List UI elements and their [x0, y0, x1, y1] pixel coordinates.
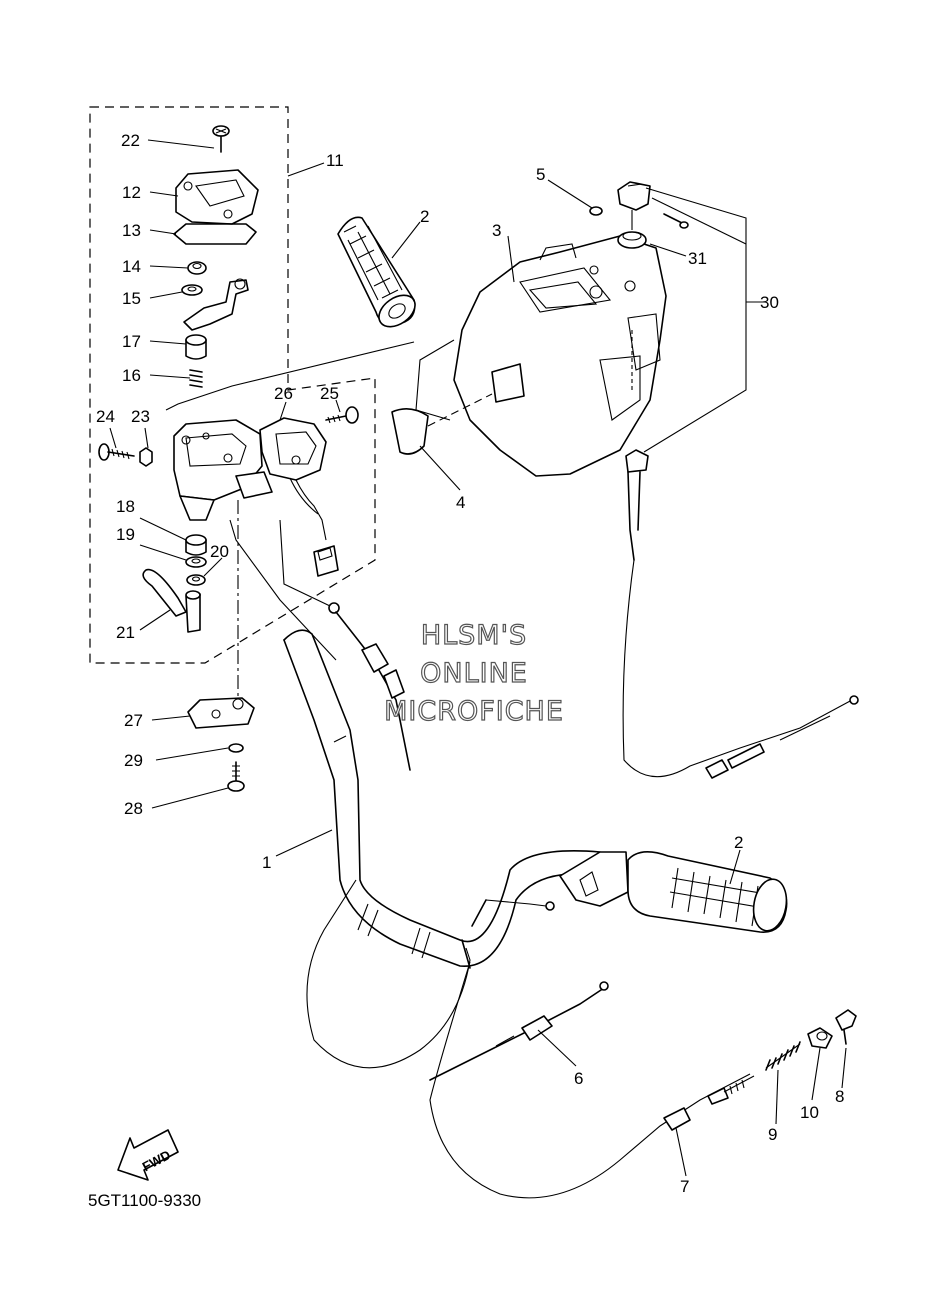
grip-2-left: [337, 216, 416, 328]
grip-2-right: [627, 851, 788, 933]
switch-30: [617, 181, 651, 211]
drawing-code: 5GT1100-9330: [88, 1191, 201, 1210]
callout-labels: 22 12 13 14 15 17 16 11 2 3 5 31 30 4 24…: [96, 131, 844, 1196]
callout-8: 8: [835, 1087, 844, 1106]
spring-16: [189, 369, 203, 388]
washer-29: [228, 743, 244, 753]
holder-10: [807, 1027, 833, 1049]
switch-wire-2: [289, 477, 319, 515]
callout-9: 9: [768, 1125, 777, 1144]
callout-25: 25: [320, 384, 339, 403]
bolt-24: [98, 443, 135, 461]
bolt-28: [227, 761, 245, 792]
pin-30: [663, 213, 689, 229]
callout-15: 15: [122, 289, 141, 308]
callout-1: 1: [262, 853, 271, 872]
gasket-13: [173, 223, 257, 245]
callout-19: 19: [116, 525, 135, 544]
assembly-11-boundary: [89, 106, 376, 664]
watermark: HLSM'S ONLINE MICROFICHE: [383, 619, 564, 727]
callout-30: 30: [760, 293, 779, 312]
cover-3: [415, 235, 667, 477]
callout-11: 11: [326, 151, 344, 170]
callout-13: 13: [122, 221, 141, 240]
callout-17: 17: [122, 332, 141, 351]
cable-6: [306, 879, 609, 1081]
switch-cover-12: [175, 169, 259, 225]
callout-29: 29: [124, 751, 143, 770]
washer-19: [185, 556, 207, 568]
callout-26: 26: [274, 384, 293, 403]
throttle-housing-right: [559, 851, 629, 907]
switch-wire: [295, 479, 327, 541]
callout-27: 27: [124, 711, 143, 730]
callout-3: 3: [492, 221, 501, 240]
collar-17: [185, 334, 207, 360]
lens-4: [391, 393, 493, 455]
nut-23: [139, 447, 153, 467]
switch-26: [259, 417, 327, 481]
callout-7: 7: [680, 1177, 689, 1196]
callout-12: 12: [122, 183, 141, 202]
callout-16: 16: [122, 366, 141, 385]
adjuster-8: [835, 1009, 857, 1045]
choke-cable: [622, 449, 859, 779]
lever-bracket: [183, 278, 249, 331]
callout-2-upper: 2: [420, 207, 429, 226]
watermark-line1: HLSM'S: [421, 620, 527, 651]
switch-housing: [173, 419, 273, 521]
callout-2-right: 2: [734, 833, 743, 852]
callout-28: 28: [124, 799, 143, 818]
washer-20: [186, 574, 206, 586]
collar-18: [185, 534, 207, 556]
callout-22: 22: [121, 131, 140, 150]
clamp-27: [187, 697, 255, 729]
callout-6: 6: [574, 1069, 583, 1088]
watermark-line2: ONLINE: [420, 658, 528, 689]
callout-24: 24: [96, 407, 115, 426]
plug-5: [589, 206, 603, 216]
callout-20: 20: [210, 542, 229, 561]
callout-21: 21: [116, 623, 135, 642]
fwd-arrow: FWD: [117, 1129, 179, 1181]
callout-18: 18: [116, 497, 135, 516]
nut-31: [617, 231, 647, 249]
callout-5: 5: [536, 165, 545, 184]
callout-10: 10: [800, 1103, 819, 1122]
wire-connector: [313, 545, 339, 577]
nut-14: [187, 261, 207, 275]
callout-31: 31: [688, 249, 707, 268]
leader-lines: [109, 139, 847, 1177]
screw-25: [325, 406, 359, 424]
throttle-lever-21: [142, 568, 201, 633]
throttle-cable-upper: [279, 519, 411, 771]
spring-9: [765, 1041, 801, 1071]
cable-7: [429, 961, 755, 1199]
washer-15: [181, 284, 203, 296]
throttle-cable-end: [461, 899, 555, 969]
callout-4: 4: [456, 493, 465, 512]
screw-22: [212, 125, 230, 153]
callout-23: 23: [131, 407, 150, 426]
callout-14: 14: [122, 257, 141, 276]
watermark-line3: MICROFICHE: [384, 696, 564, 727]
